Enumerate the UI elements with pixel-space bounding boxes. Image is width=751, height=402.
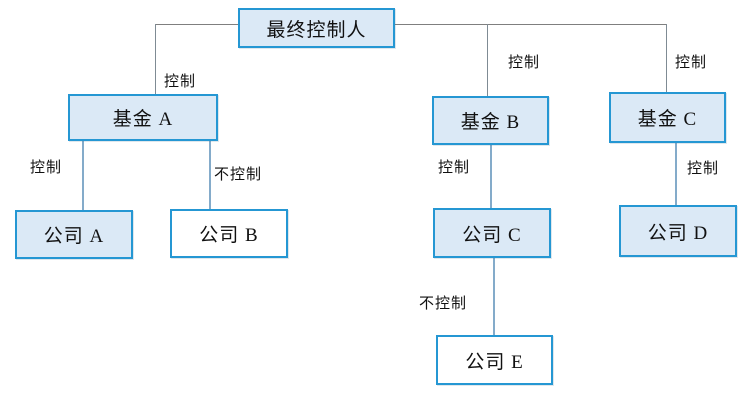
node-ultimate-controller-label: 最终控制人	[266, 19, 367, 41]
node-company-d: 公司 D	[619, 205, 737, 257]
connector-fund-a-to-company-a	[82, 141, 84, 210]
connector-fund-c-to-company-d	[675, 143, 677, 205]
edge-label-company-c-company-e: 不控制	[419, 296, 468, 312]
node-fund-c-label: 基金 C	[637, 109, 698, 130]
edge-label-fund-c-company-d: 控制	[687, 161, 720, 177]
node-company-c: 公司 C	[433, 208, 551, 258]
node-company-e-label: 公司 E	[465, 351, 524, 373]
connector-root-right-horizontal	[395, 24, 667, 25]
connector-root-to-fund-a-vertical	[155, 24, 156, 94]
edge-label-fund-b-company-c: 控制	[438, 160, 471, 176]
node-company-c-label: 公司 C	[462, 224, 522, 246]
connector-company-c-to-company-e	[493, 258, 495, 335]
node-fund-b-label: 基金 B	[460, 112, 521, 133]
connector-root-to-fund-b-vertical	[487, 24, 488, 96]
edge-label-root-fund-b: 控制	[508, 55, 541, 71]
connector-root-left-horizontal	[155, 24, 238, 25]
node-fund-a: 基金 A	[68, 94, 218, 141]
connector-fund-a-to-company-b	[209, 141, 211, 209]
node-company-a: 公司 A	[15, 210, 133, 259]
connector-fund-b-to-company-c	[490, 145, 492, 208]
node-company-d-label: 公司 D	[647, 222, 709, 244]
connector-root-to-fund-c-vertical	[666, 24, 667, 92]
node-fund-b: 基金 B	[432, 96, 549, 145]
node-company-a-label: 公司 A	[43, 226, 105, 247]
edge-label-root-fund-c: 控制	[675, 55, 708, 71]
node-company-b: 公司 B	[170, 209, 288, 258]
node-ultimate-controller: 最终控制人	[238, 8, 395, 48]
node-company-e: 公司 E	[436, 335, 553, 385]
edge-label-fund-a-company-b: 不控制	[214, 167, 263, 183]
node-fund-a-label: 基金 A	[112, 109, 174, 130]
node-fund-c: 基金 C	[609, 92, 726, 143]
edge-label-root-fund-a: 控制	[164, 74, 197, 90]
node-company-b-label: 公司 B	[199, 225, 259, 246]
edge-label-fund-a-company-a: 控制	[30, 160, 63, 176]
